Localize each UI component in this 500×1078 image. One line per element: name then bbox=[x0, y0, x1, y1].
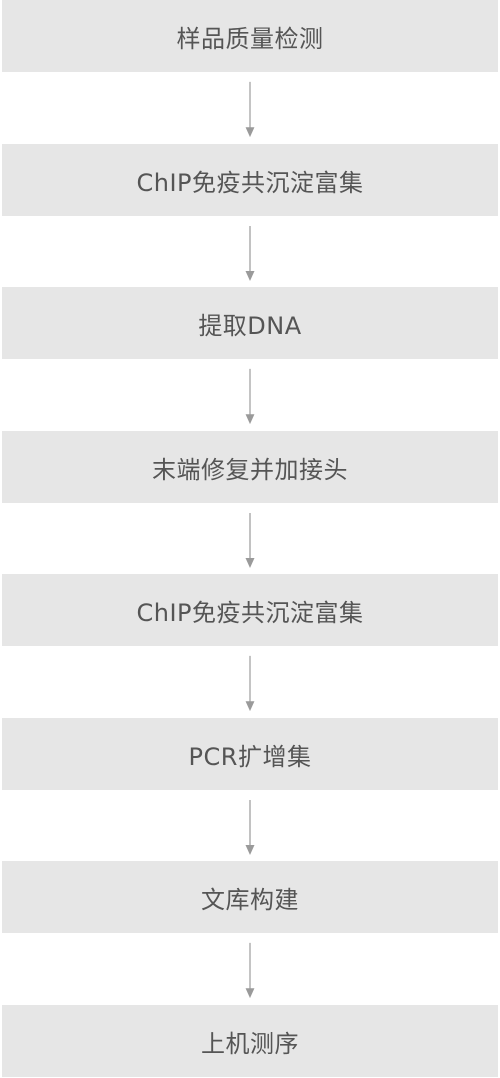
flow-arrow-down-icon bbox=[245, 942, 255, 999]
flow-step-label: 样品质量检测 bbox=[176, 24, 324, 53]
flow-step-label: 上机测序 bbox=[201, 1029, 299, 1058]
arrow-head bbox=[245, 127, 255, 138]
flow-step-5: ChIP免疫共沉淀富集 bbox=[2, 574, 498, 646]
arrow-head bbox=[245, 701, 255, 712]
flow-step-1: 样品质量检测 bbox=[2, 0, 498, 72]
flow-step-2: ChIP免疫共沉淀富集 bbox=[2, 144, 498, 216]
arrow-head bbox=[245, 414, 255, 425]
flow-arrow-down-icon bbox=[245, 368, 255, 425]
flow-arrow-down-icon bbox=[245, 226, 255, 281]
flow-step-7: 文库构建 bbox=[2, 861, 498, 933]
arrow-head bbox=[245, 558, 255, 568]
flow-step-label: ChIP免疫共沉淀富集 bbox=[136, 168, 364, 197]
arrow-head bbox=[245, 988, 255, 999]
flow-step-6: PCR扩增集 bbox=[2, 718, 498, 790]
flow-arrow-down-icon bbox=[245, 655, 255, 712]
flow-step-8: 上机测序 bbox=[2, 1005, 498, 1077]
flow-step-label: PCR扩增集 bbox=[188, 742, 312, 771]
flow-arrow-down-icon bbox=[245, 513, 255, 568]
arrow-head bbox=[245, 845, 255, 855]
flow-step-3: 提取DNA bbox=[2, 287, 498, 359]
flow-arrow-down-icon bbox=[245, 800, 255, 855]
arrow-head bbox=[245, 271, 255, 281]
flow-step-label: 提取DNA bbox=[198, 311, 302, 340]
flow-step-label: 文库构建 bbox=[201, 885, 299, 914]
flow-arrow-down-icon bbox=[245, 81, 255, 138]
flow-step-label: ChIP免疫共沉淀富集 bbox=[136, 598, 364, 627]
flow-step-label: 末端修复并加接头 bbox=[152, 455, 348, 484]
flow-step-4: 末端修复并加接头 bbox=[2, 431, 498, 503]
